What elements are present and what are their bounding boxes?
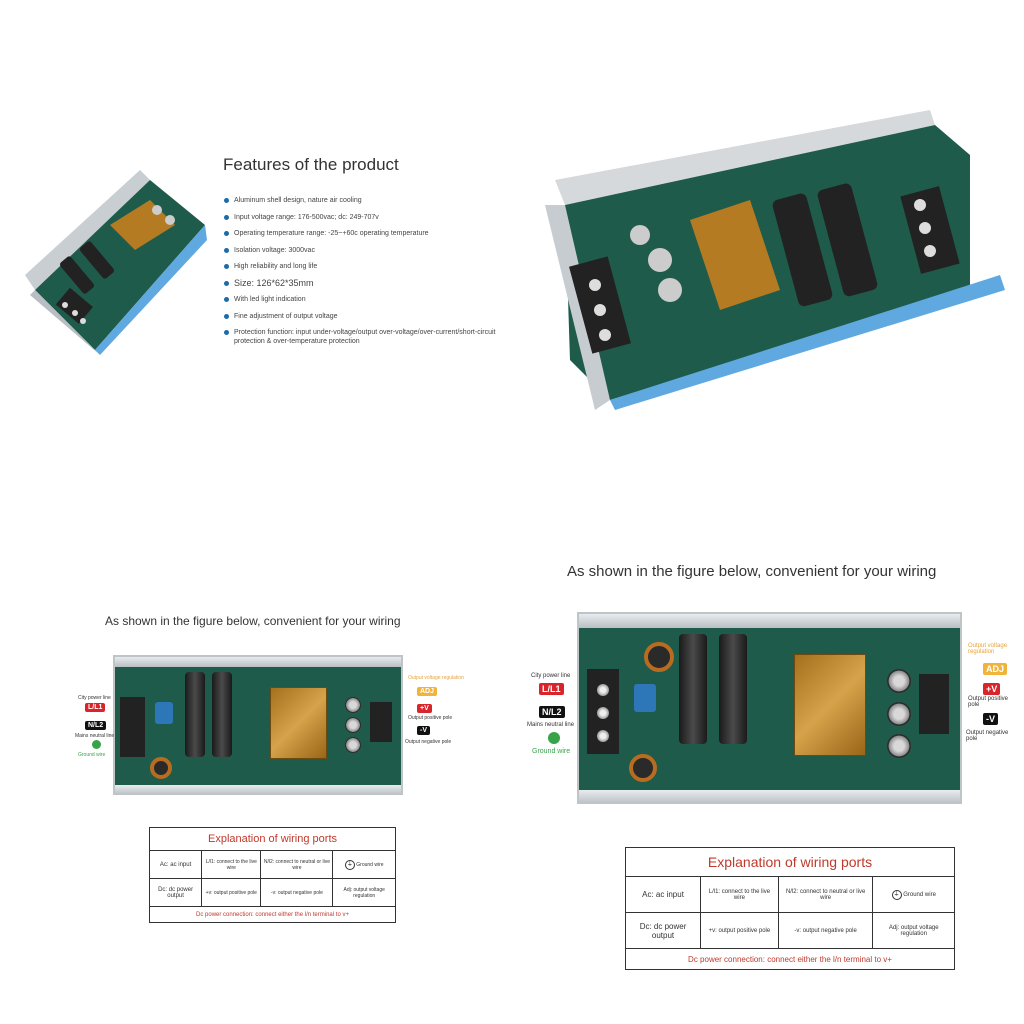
ports-cell: Dc: dc power output [624, 912, 702, 949]
ports-cell: N/l2: connect to neutral or live wire [260, 850, 334, 879]
ground-icon-big [548, 732, 560, 744]
ground-icon-small [92, 740, 101, 749]
ground-icon: ⏚ [891, 889, 902, 900]
tag-minus-v-small: -V [417, 726, 430, 735]
feature-item: Size: 126*62*35mm [224, 278, 504, 288]
label-output-voltage-regulation-small: Output voltage regulation [408, 675, 464, 681]
ports-table-footer: Dc power connection: connect either the … [625, 948, 955, 970]
feature-item: High reliability and long life [224, 262, 504, 271]
ports-table-small: Explanation of wiring ports Ac: ac input… [148, 827, 396, 923]
ports-cell: Adj: output voltage regulation [872, 912, 955, 949]
feature-item: Operating temperature range: -25~+60c op… [224, 229, 504, 238]
ports-table-footer: Dc power connection: connect either the … [149, 906, 396, 923]
ports-cell: L/l1: connect to the live wire [700, 876, 779, 913]
feature-item: Aluminum shell design, nature air coolin… [224, 196, 504, 205]
ports-cell-text: Ground wire [356, 861, 384, 868]
ports-cell: Ac: ac input [624, 876, 702, 913]
wiring-board-small [113, 655, 403, 795]
product-photo-large-drawing [545, 110, 1005, 410]
wiring-heading-big: As shown in the figure below, convenient… [567, 563, 937, 580]
wiring-board-big [577, 612, 962, 804]
tag-adj-big: ADJ [983, 663, 1008, 675]
label-output-positive-big: Output positive pole [968, 696, 1009, 708]
ports-cell: -v: output negative pole [260, 878, 334, 907]
ports-table-title: Explanation of wiring ports [625, 847, 955, 877]
ports-cell: Adj: output voltage regulation [332, 878, 396, 907]
features-list: Aluminum shell design, nature air coolin… [224, 196, 504, 354]
tag-l1-small: L/L1 [85, 703, 106, 712]
label-city-power-line-small: City power line [78, 695, 111, 701]
ports-cell: -v: output negative pole [777, 912, 874, 949]
label-output-voltage-regulation-big: Output voltage regulation [968, 643, 1008, 655]
tag-minus-v-big: -V [983, 713, 998, 725]
ports-cell: Dc: dc power output [148, 878, 203, 907]
feature-item: Fine adjustment of output voltage [224, 312, 504, 321]
ports-cell-ground: ⏚ Ground wire [872, 876, 955, 913]
feature-item: Protection function: input under-voltage… [224, 328, 504, 346]
ports-cell: +v: output positive pole [201, 878, 262, 907]
label-output-negative-small: Output negative pole [405, 739, 452, 745]
ground-icon: ⏚ [344, 859, 355, 870]
ports-cell-ground: ⏚ Ground wire [332, 850, 396, 879]
features-title: Features of the product [223, 155, 399, 174]
label-mains-neutral-small: Mains neutral line [75, 733, 115, 739]
ports-cell: Ac: ac input [148, 850, 203, 879]
tag-n2-big: N/L2 [539, 706, 565, 718]
tag-plus-v-small: +V [417, 704, 432, 713]
label-output-negative-big: Output negative pole [966, 730, 1009, 742]
feature-item: With led light indication [224, 295, 504, 304]
product-photo-large [540, 110, 1010, 415]
tag-plus-v-big: +V [983, 683, 1001, 695]
tag-n2-small: N/L2 [85, 721, 107, 730]
label-output-positive-small: Output positive pole [408, 715, 453, 721]
ports-table-title: Explanation of wiring ports [149, 827, 396, 851]
tag-l1-big: L/L1 [539, 683, 564, 695]
label-ground-wire-small: Ground wire [78, 752, 106, 758]
ports-cell: +v: output positive pole [700, 912, 779, 949]
wiring-heading-small: As shown in the figure below, convenient… [105, 614, 401, 628]
tag-adj-small: ADJ [417, 687, 438, 696]
product-photo-small-drawing [25, 170, 207, 355]
feature-item: Isolation voltage: 3000vac [224, 246, 504, 255]
label-city-power-line-big: City power line [531, 673, 571, 679]
label-ground-wire-big: Ground wire [532, 748, 571, 755]
label-mains-neutral-big: Mains neutral line [527, 722, 575, 728]
ports-cell: L/l1: connect to the live wire [201, 850, 262, 879]
ports-table-big: Explanation of wiring ports Ac: ac input… [624, 847, 955, 970]
ports-cell: N/l2: connect to neutral or live wire [777, 876, 874, 913]
product-photo-small [25, 165, 210, 355]
feature-item: Input voltage range: 176-500vac; dc: 249… [224, 213, 504, 222]
ports-cell-text: Ground wire [903, 891, 936, 898]
